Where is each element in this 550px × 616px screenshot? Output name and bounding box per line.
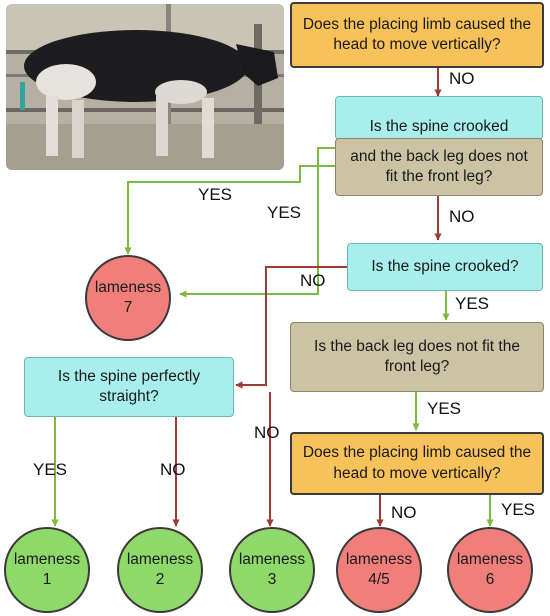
edge-label-q5-yes: YES — [33, 460, 68, 479]
question-head-moves-bottom-text: Does the placing limb caused the head to… — [302, 444, 532, 482]
lameness-2-title: lameness — [126, 550, 194, 568]
question-spine-crooked-combined-top: Is the spine crooked — [335, 96, 543, 140]
question-head-moves-bottom: Does the placing limb caused the head to… — [290, 432, 544, 495]
edge-label-q1-no: NO — [449, 69, 475, 88]
lameness-3-value: 3 — [267, 571, 277, 588]
edge-label-q4-no: NO — [254, 423, 280, 442]
lameness-7-title: lameness — [94, 278, 162, 296]
edge-label-q3-yes: YES — [455, 294, 490, 313]
question-spine-straight-text: Is the spine perfectly straight? — [57, 367, 201, 405]
lameness-6-value: 6 — [485, 571, 495, 588]
question-spine-crooked-combined-bottom: and the back leg does not fit the front … — [335, 138, 543, 196]
lameness-1-title: lameness — [13, 550, 81, 568]
edge-label-q4-yes: YES — [427, 399, 462, 418]
question-back-leg-fit: Is the back leg does not fit the front l… — [290, 322, 544, 392]
edge-label-q2-yes: YES — [198, 185, 233, 204]
arrow-q2-yes — [124, 165, 335, 255]
edge-label-q2-no: NO — [449, 207, 475, 226]
edge-label-q6-no: NO — [391, 503, 417, 522]
question-spine-straight: Is the spine perfectly straight? — [24, 357, 234, 417]
lameness-7-value: 7 — [123, 299, 133, 316]
question-head-moves-top: Does the placing limb caused the head to… — [290, 2, 544, 68]
edge-label-q3-no: NO — [300, 271, 326, 290]
lameness-2-circle: lameness 2 — [117, 527, 203, 613]
cow-photo — [6, 4, 284, 170]
arrow-q3-no — [235, 266, 347, 389]
lameness-1-value: 1 — [42, 571, 52, 588]
lameness-4-5-value: 4/5 — [368, 571, 390, 588]
lameness-1-circle: lameness 1 — [4, 527, 90, 613]
lameness-4-5-title: lameness — [345, 550, 413, 568]
lameness-7-circle: lameness 7 — [85, 255, 171, 341]
question-head-moves-top-text: Does the placing limb caused the head to… — [302, 15, 532, 53]
lameness-3-title: lameness — [238, 550, 306, 568]
lameness-4-5-circle: lameness 4/5 — [336, 527, 422, 613]
lameness-2-value: 2 — [155, 571, 165, 588]
question-spine-crooked: Is the spine crooked? — [347, 243, 543, 291]
lameness-3-circle: lameness 3 — [229, 527, 315, 613]
question-back-leg-fit-text: Is the back leg does not fit the front l… — [314, 337, 520, 375]
question-spine-crooked-text: Is the spine crooked? — [371, 257, 519, 275]
edge-label-q5-no: NO — [160, 460, 186, 479]
question-spine-crooked-combined-bottom-text: and the back leg does not fit the front … — [350, 147, 528, 185]
edge-label-q3-yes-left: YES — [267, 203, 302, 222]
lameness-6-circle: lameness 6 — [447, 527, 533, 613]
question-spine-crooked-combined-top-text: Is the spine crooked — [369, 117, 509, 135]
edge-label-q6-yes: YES — [501, 500, 536, 519]
lameness-6-title: lameness — [456, 550, 524, 568]
arrow-q3-yes-left — [179, 147, 338, 298]
